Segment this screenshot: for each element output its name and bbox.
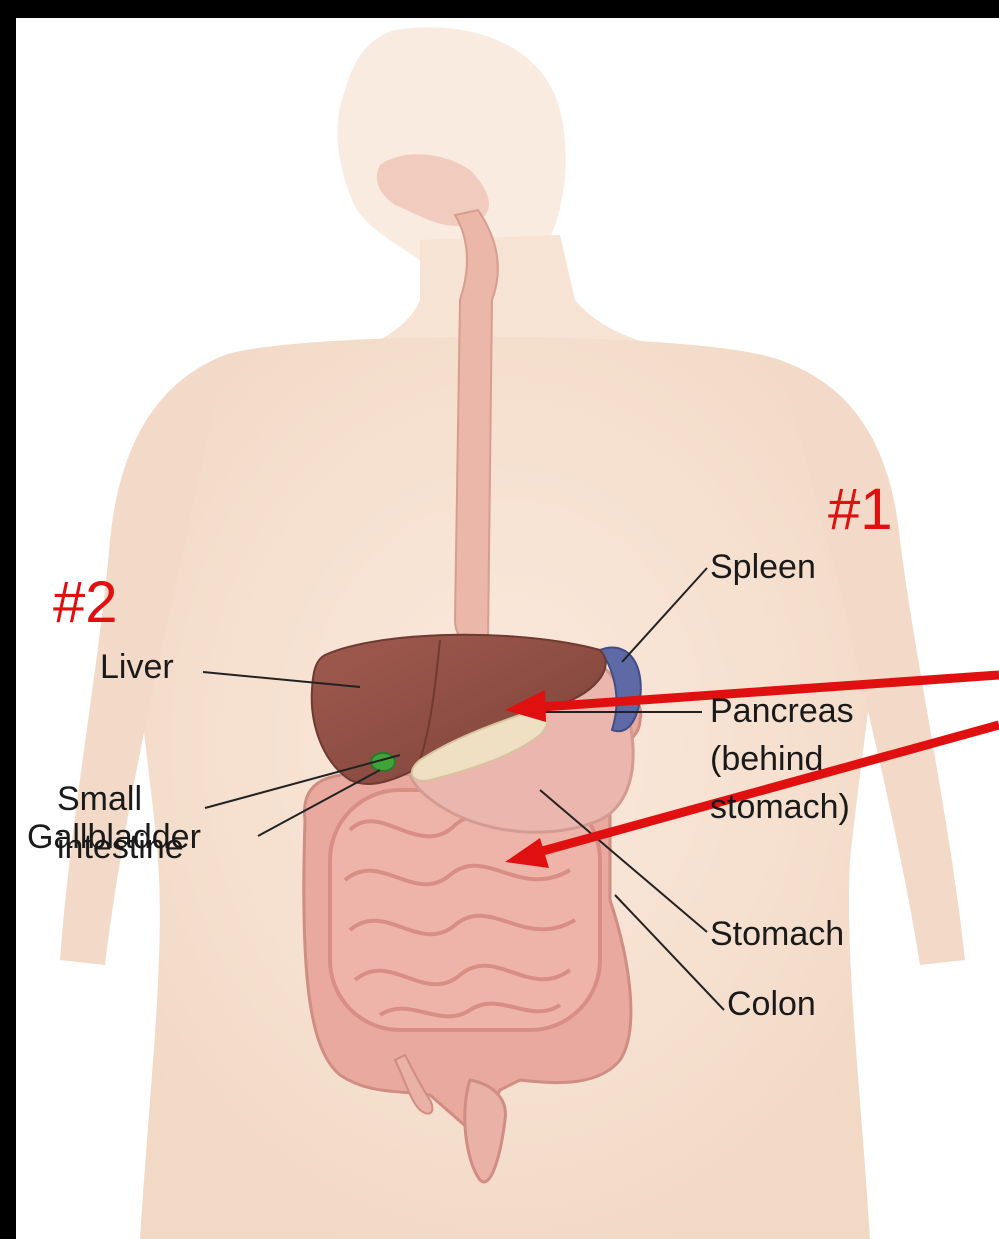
label-liver: Liver xyxy=(100,648,174,686)
marker-2: #2 xyxy=(53,570,118,635)
marker-1: #1 xyxy=(828,477,893,542)
label-spleen: Spleen xyxy=(710,548,816,586)
label-pancreas-line-3: stomach) xyxy=(710,788,850,826)
label-colon: Colon xyxy=(727,985,816,1023)
label-pancreas-line-2: (behind xyxy=(710,740,823,778)
label-small-intestine-line-1: Small xyxy=(57,780,142,818)
digestive-system-diagram: #1 #2 Spleen Liver Pancreas (behind stom… xyxy=(16,18,999,1239)
label-stomach: Stomach xyxy=(710,915,844,953)
diagram-panel: #1 #2 Spleen Liver Pancreas (behind stom… xyxy=(16,18,999,1239)
label-pancreas-line-1: Pancreas xyxy=(710,692,854,730)
label-small-intestine-line-2: intestine xyxy=(57,828,184,866)
